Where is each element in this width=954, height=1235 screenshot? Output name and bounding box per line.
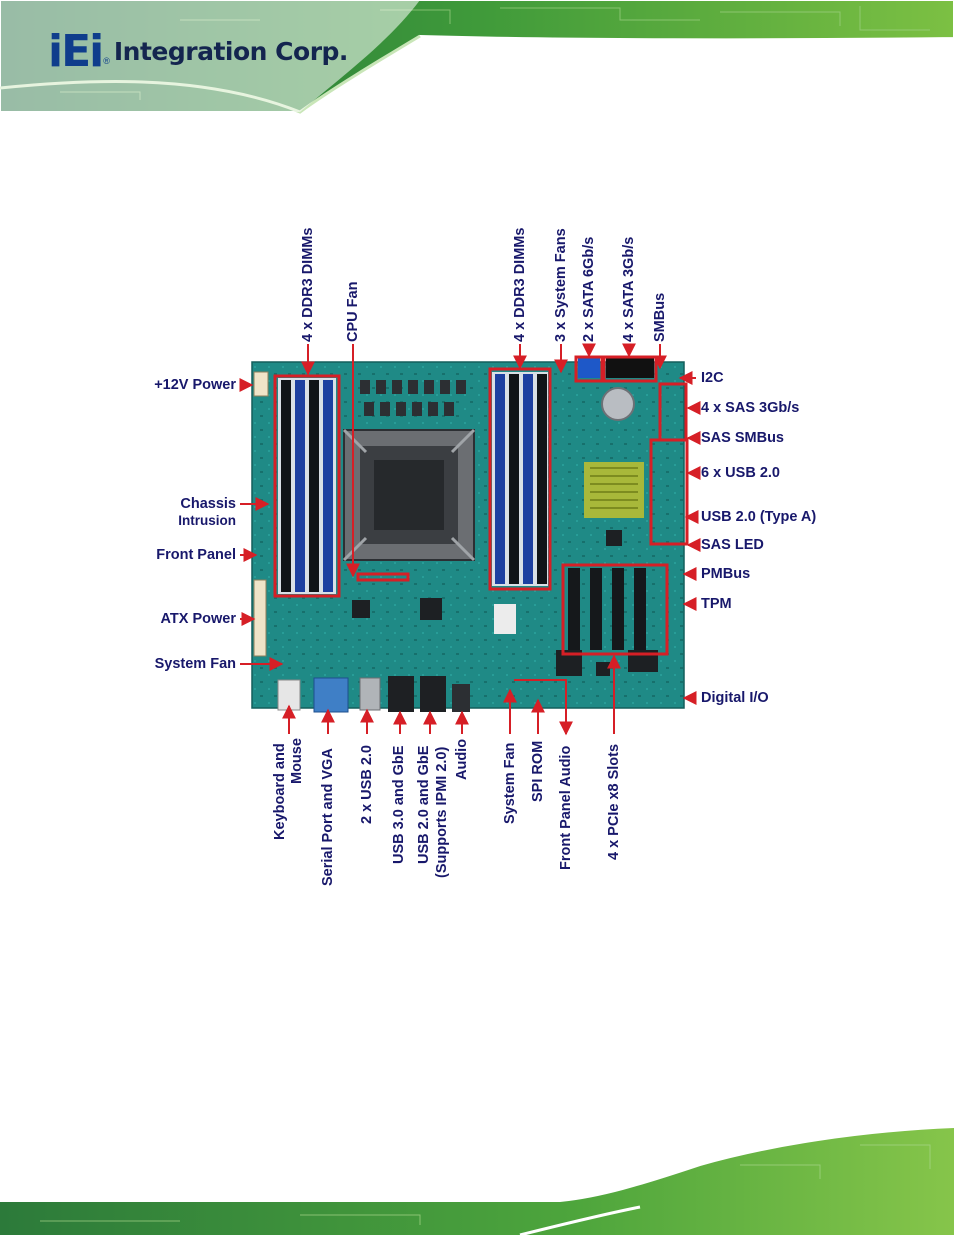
label-keyboard-and: Keyboard and <box>272 743 288 840</box>
header-decoration <box>0 0 954 114</box>
label-digital-io: Digital I/O <box>701 690 769 706</box>
sata-3g-ports <box>606 358 654 378</box>
label-6x-usb20: 6 x USB 2.0 <box>701 465 780 481</box>
label-serial-vga: Serial Port and VGA <box>320 748 336 886</box>
vrm-components <box>360 380 466 416</box>
label-chassis: Chassis <box>180 496 236 512</box>
label-2x-usb20: 2 x USB 2.0 <box>359 745 375 824</box>
label-audio: Audio <box>454 738 470 780</box>
label-12v-power: +12V Power <box>154 377 236 393</box>
label-sas-led: SAS LED <box>701 537 764 553</box>
label-sata-3gbs: 4 x SATA 3Gb/s <box>621 236 637 342</box>
label-ddr3-dimms-left: 4 x DDR3 DIMMs <box>300 227 316 342</box>
power-12v-connector <box>253 371 269 397</box>
pcie-slots <box>568 568 646 650</box>
callout-arrows <box>239 343 701 734</box>
label-spi-rom: SPI ROM <box>530 740 546 802</box>
label-pcie-slots: 4 x PCIe x8 Slots <box>606 743 622 860</box>
label-front-panel: Front Panel <box>156 547 236 563</box>
label-system-fans: 3 x System Fans <box>553 228 569 342</box>
label-supports-ipmi: (Supports IPMI 2.0) <box>434 746 450 878</box>
label-front-panel-audio: Front Panel Audio <box>558 745 574 870</box>
rear-io <box>277 676 470 713</box>
label-sas-smbus: SAS SMBus <box>701 430 784 446</box>
dimm-group-right <box>492 372 548 586</box>
atx-power-connector <box>253 579 267 657</box>
label-cpu-fan: CPU Fan <box>345 281 361 342</box>
chipset-heatsink <box>584 462 644 518</box>
label-usb20-gbe: USB 2.0 and GbE <box>416 745 432 864</box>
cpu-socket <box>342 428 476 562</box>
logo-registered-mark: ® <box>103 56 110 66</box>
dimm-group-left <box>278 378 336 594</box>
label-ddr3-dimms-right: 4 x DDR3 DIMMs <box>512 227 528 342</box>
company-logo: iEi ® Integration Corp. <box>48 28 348 76</box>
cmos-battery <box>601 387 635 421</box>
label-pmbus: PMBus <box>701 566 751 582</box>
label-system-fan-bottom: System Fan <box>502 742 518 824</box>
front-panel-audio-leader <box>514 679 573 736</box>
sata-6g-ports <box>578 358 600 378</box>
label-usb30-gbe: USB 3.0 and GbE <box>391 745 407 864</box>
callout-boxes <box>273 355 689 656</box>
label-intrusion: Intrusion <box>178 513 236 528</box>
label-usb20-type-a: USB 2.0 (Type A) <box>701 509 817 525</box>
label-atx-power: ATX Power <box>160 611 236 627</box>
label-sata-6gbs: 2 x SATA 6Gb/s <box>581 236 597 342</box>
label-mouse: Mouse <box>289 738 305 784</box>
label-i2c: I2C <box>701 370 724 386</box>
footer-decoration <box>0 1126 954 1235</box>
label-system-fan-left: System Fan <box>154 656 236 672</box>
logo-wordmark: Integration Corp. <box>113 37 349 66</box>
label-smbus: SMBus <box>652 292 668 342</box>
label-sas-3gbs: 4 x SAS 3Gb/s <box>701 400 800 416</box>
label-tpm: TPM <box>701 596 732 612</box>
logo-mark: iEi <box>48 26 104 77</box>
